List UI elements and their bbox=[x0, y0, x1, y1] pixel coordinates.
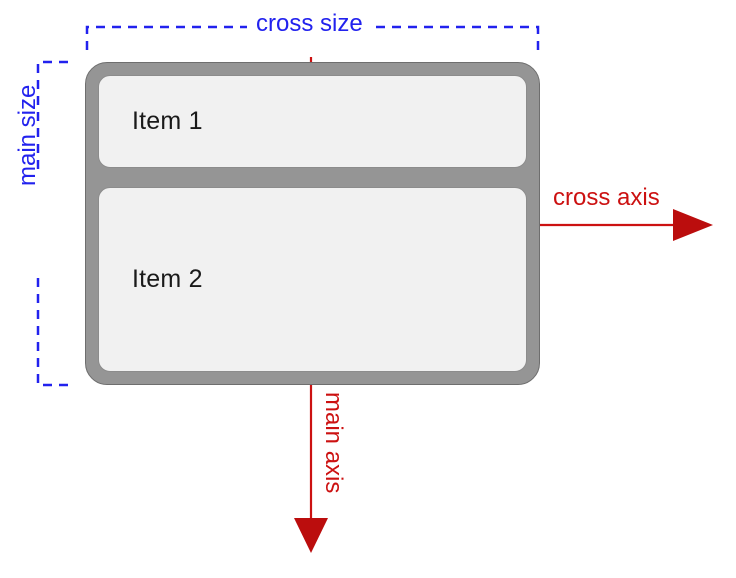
flex-item-2-label: Item 2 bbox=[132, 265, 203, 293]
flex-item-1-label: Item 1 bbox=[132, 107, 203, 135]
flex-item-2: Item 2 bbox=[98, 187, 527, 372]
cross-size-bracket-left bbox=[85, 25, 247, 50]
main-axis-label: main axis bbox=[320, 392, 347, 494]
main-size-label: main size bbox=[14, 84, 41, 186]
cross-size-bracket-right bbox=[376, 25, 540, 50]
flex-container: Item 1 Item 2 bbox=[85, 62, 540, 385]
cross-axis-arrowhead bbox=[673, 209, 713, 241]
cross-axis-label: cross axis bbox=[553, 184, 660, 211]
cross-size-bracket bbox=[85, 25, 540, 50]
main-axis-arrowhead bbox=[294, 518, 328, 553]
main-size-bracket bbox=[36, 60, 68, 387]
cross-size-label: cross size bbox=[256, 10, 363, 37]
flex-item-1: Item 1 bbox=[98, 75, 527, 168]
main-size-bracket-top bbox=[36, 60, 68, 176]
main-size-bracket-bottom bbox=[36, 278, 68, 387]
